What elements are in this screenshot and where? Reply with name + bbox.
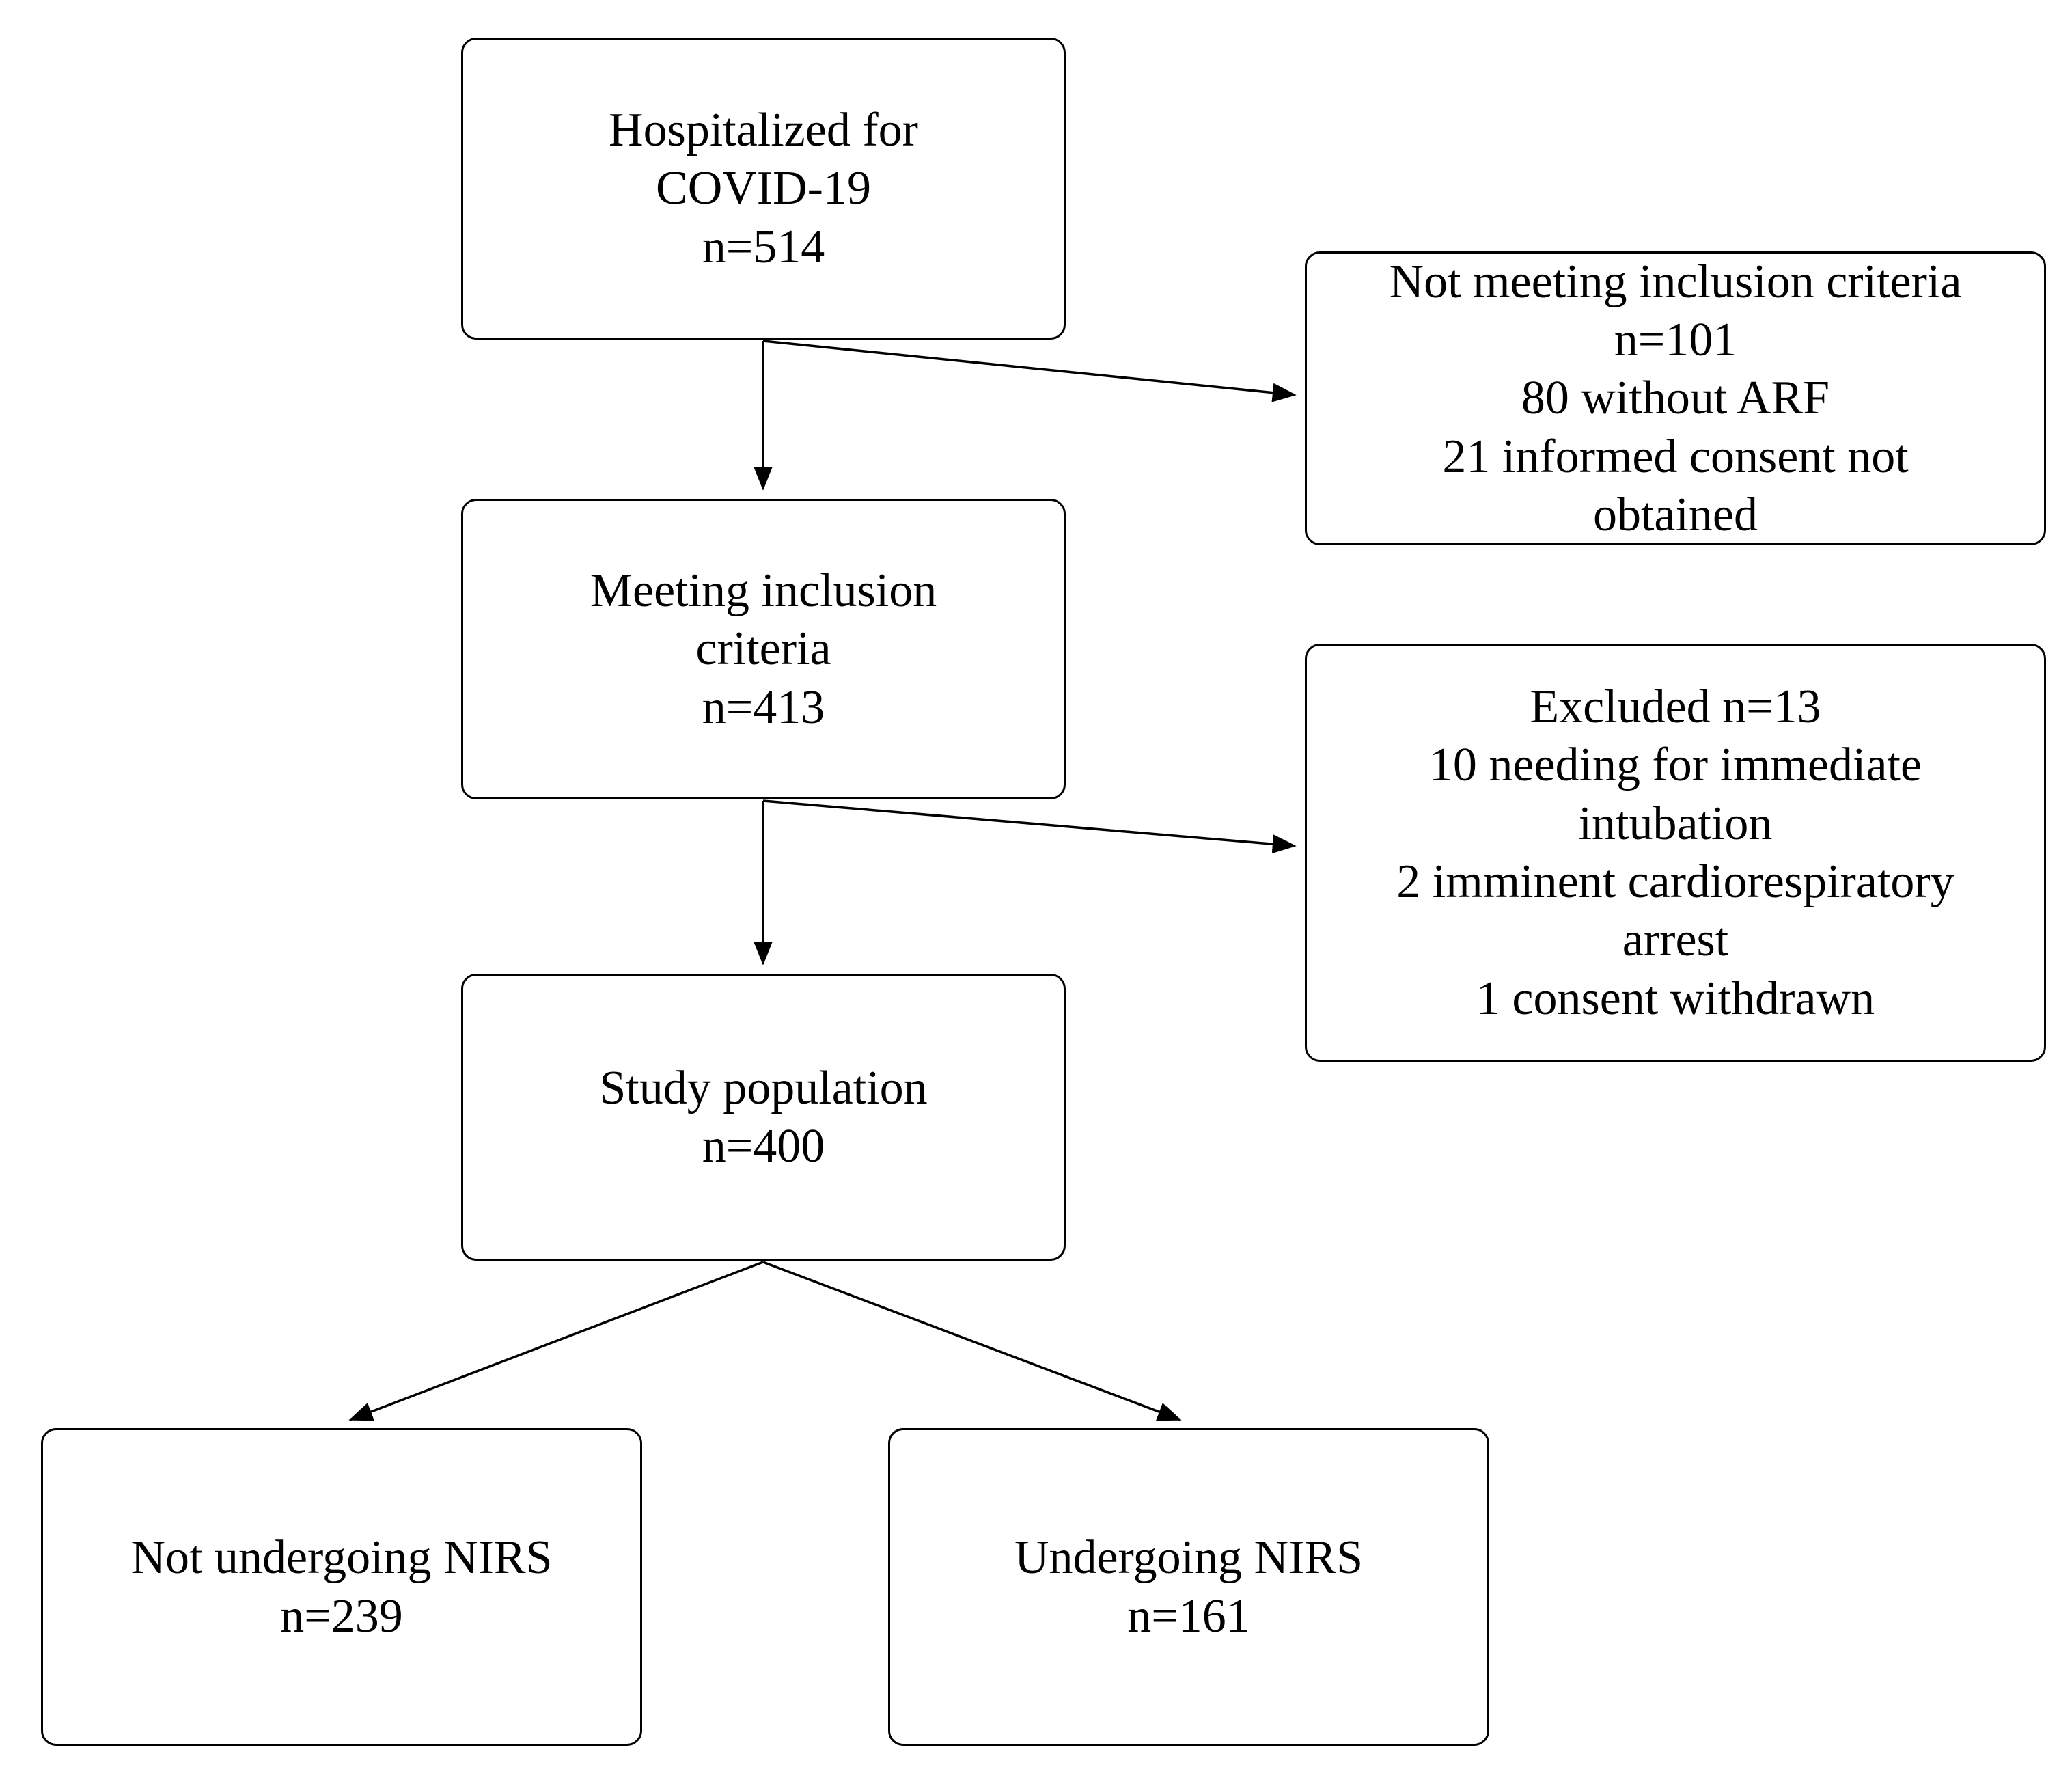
node-count: n=514 [702,220,825,273]
node-excluded: Excluded n=13 10 needing for immediate i… [1305,644,2046,1062]
node-meeting-inclusion-criteria: Meeting inclusion criteria n=413 [461,499,1066,799]
node-hospitalized: Hospitalized for COVID-19 n=514 [461,38,1066,340]
node-text-line: 1 consent withdrawn [1476,972,1875,1025]
node-text-line: 21 informed consent not [1442,430,1909,483]
node-text-line: Undergoing NIRS [1014,1531,1364,1585]
node-text-line: Meeting inclusion [590,564,937,617]
node-text-line: arrest [1622,914,1729,967]
node-text-line: 10 needing for immediate [1428,739,1922,792]
node-study-population: Study population n=400 [461,974,1066,1261]
node-count: n=101 [1614,313,1737,366]
node-undergoing-nirs: Undergoing NIRS n=161 [888,1428,1489,1746]
node-text-line: Study population [599,1061,928,1114]
node-text-line: Not undergoing NIRS [130,1531,553,1585]
node-text-line: 80 without ARF [1521,372,1830,425]
node-count: n=161 [1127,1589,1250,1643]
node-text-line: intubation [1578,797,1773,850]
connector-meeting-to-excluded [762,799,1297,854]
node-text-line: Excluded n=13 [1530,680,1821,733]
connector-hospitalized-to-not-meeting [762,340,1297,402]
node-count: n=413 [702,681,825,734]
node-text-line: Hospitalized for [609,103,918,156]
node-text-line: COVID-19 [656,162,871,215]
node-count: n=239 [280,1589,403,1643]
node-text-line: criteria [695,622,831,676]
node-count: n=400 [702,1120,825,1173]
connector-study-to-not-nirs [348,1261,764,1421]
node-text-line: 2 imminent cardiorespiratory [1396,855,1954,908]
connector-study-to-nirs [762,1261,1182,1421]
node-not-undergoing-nirs: Not undergoing NIRS n=239 [41,1428,642,1746]
node-text-line: obtained [1592,489,1758,542]
node-not-meeting-inclusion-criteria: Not meeting inclusion criteria n=101 80 … [1305,251,2046,545]
node-text-line: Not meeting inclusion criteria [1389,255,1962,308]
